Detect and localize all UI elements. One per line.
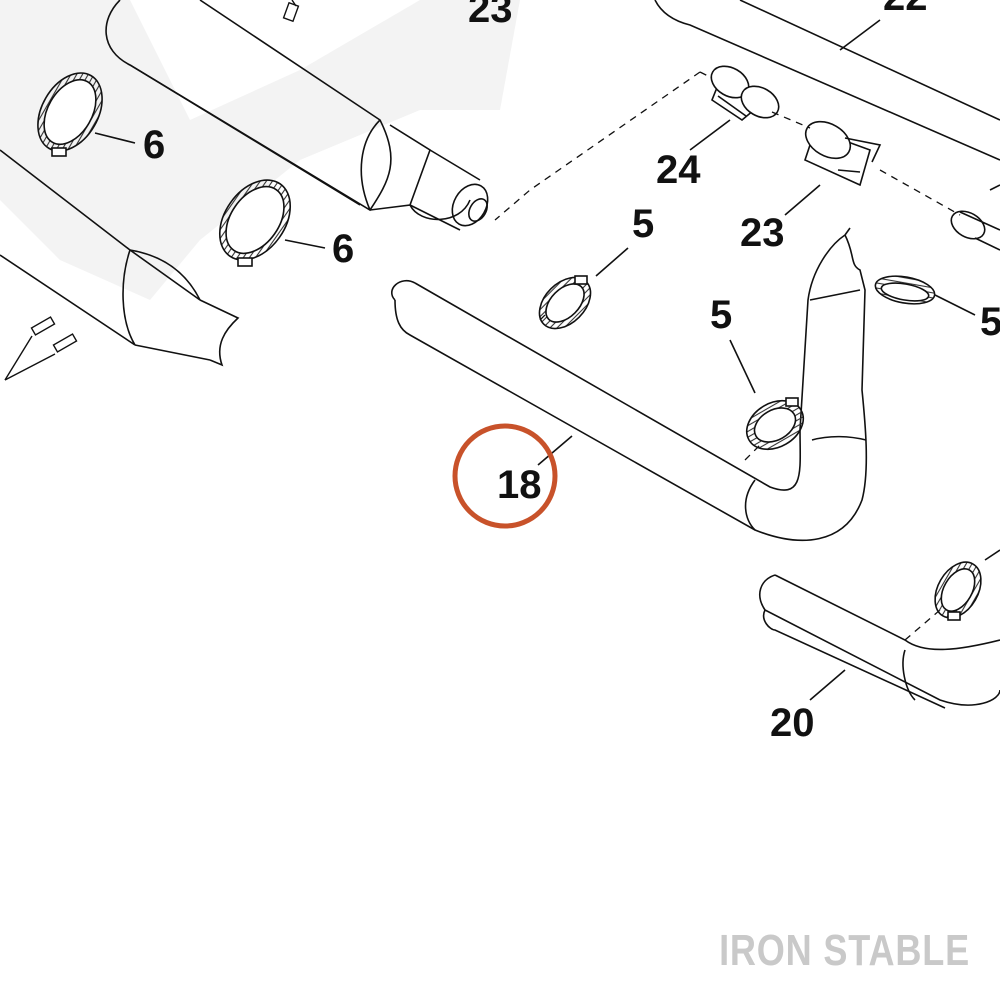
callout-6-upper: 6 (143, 123, 165, 167)
callout-23-top: 23 (468, 0, 513, 31)
pipe-18 (391, 227, 868, 542)
clamp-lower-right (934, 561, 982, 621)
callout-24: 24 (656, 148, 701, 192)
pipe-22 (654, 0, 1000, 161)
callout-18: 18 (497, 463, 542, 507)
callout-6-lower: 6 (332, 227, 354, 271)
screw-top (282, 0, 300, 23)
clamp-6-upper (37, 72, 103, 157)
watermark-shape (0, 0, 520, 300)
callout-5-upper: 5 (632, 202, 654, 246)
callout-5-right: 5 (980, 300, 1000, 344)
clamp-5-right (874, 275, 936, 305)
brand-watermark: IRON STABLE (719, 926, 970, 975)
clamp-5-middle (745, 397, 805, 451)
clamp-24 (710, 65, 780, 121)
highlight-ring (452, 423, 558, 529)
callout-22: 22 (883, 0, 928, 19)
callout-5-middle: 5 (710, 293, 732, 337)
pipe-stub-right (950, 184, 1000, 251)
clamp-5-upper (538, 275, 592, 330)
muffler-lower-left (0, 149, 240, 367)
muffler-upper (105, 0, 489, 231)
bolts (4, 316, 78, 381)
pipe-20 (759, 549, 1000, 709)
leader-lines (94, 119, 976, 701)
clamp-6-lower (218, 179, 292, 267)
callout-20: 20 (770, 701, 815, 745)
assembly-lines (494, 71, 961, 641)
callout-23: 23 (740, 211, 785, 255)
clamp-23 (804, 120, 882, 187)
